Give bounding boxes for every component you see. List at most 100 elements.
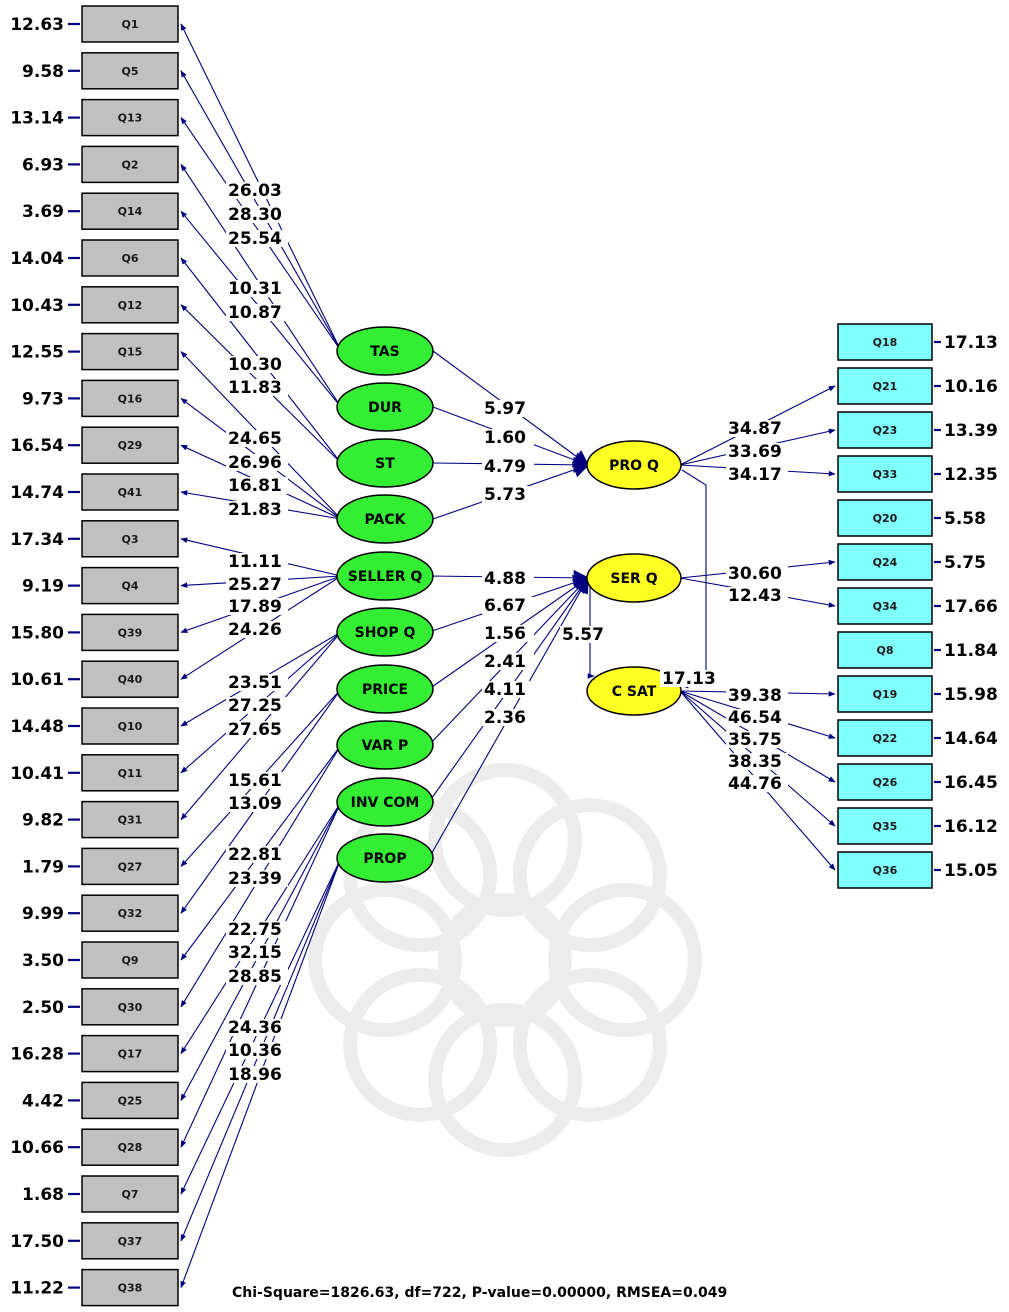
indicator-box-q28 xyxy=(81,1128,179,1166)
indicator-box-q12 xyxy=(81,286,179,324)
indicator-box-q5 xyxy=(81,52,179,90)
indicator-box-q4 xyxy=(81,566,179,605)
label-backdrop xyxy=(226,870,288,887)
label-backdrop xyxy=(226,621,288,638)
indicator-label: Q16 xyxy=(118,392,143,405)
path-coefficient-value: 4.79 xyxy=(484,457,526,477)
watermark-ring xyxy=(343,967,498,1122)
structural-arrow xyxy=(681,469,707,689)
latent-label: TAS xyxy=(370,344,399,360)
error-variance-value: 17.34 xyxy=(10,530,64,550)
label-backdrop xyxy=(726,466,788,483)
loading-value: 26.96 xyxy=(228,453,282,473)
label-backdrop xyxy=(482,458,534,475)
latent-label: SELLER Q xyxy=(348,569,423,585)
error-variance-value: 16.54 xyxy=(10,436,64,456)
indicator-box-q25 xyxy=(81,1081,179,1120)
error-variance-value: 9.19 xyxy=(22,577,64,597)
indicator-label: Q3 xyxy=(121,533,138,546)
label-backdrop xyxy=(482,625,534,642)
loading-value: 30.60 xyxy=(728,564,782,584)
path-coefficient-value: 4.88 xyxy=(484,569,526,589)
latent-label: PRICE xyxy=(362,682,408,698)
latent-pack xyxy=(336,494,434,544)
indicator-label: Q20 xyxy=(873,512,898,525)
indicator-box-q9 xyxy=(81,941,179,979)
label-backdrop xyxy=(226,477,288,494)
latent-label: SER Q xyxy=(610,571,657,587)
indicator-label: Q18 xyxy=(873,336,898,349)
loading-value: 25.27 xyxy=(228,575,282,595)
path-coefficient-value: 1.56 xyxy=(484,624,526,644)
loading-value: 11.11 xyxy=(228,552,282,572)
latent-shop-q xyxy=(336,607,434,657)
label-backdrop xyxy=(726,709,788,726)
indicator-label: Q41 xyxy=(118,486,143,499)
latent-label: C SAT xyxy=(612,684,657,700)
label-backdrop xyxy=(726,443,788,460)
error-variance-value: 15.98 xyxy=(944,685,998,705)
error-variance-value: 10.43 xyxy=(10,296,64,316)
label-backdrop xyxy=(226,1042,288,1059)
error-variance-value: 15.80 xyxy=(10,623,64,643)
error-variance-value: 4.42 xyxy=(22,1091,64,1111)
loading-value: 46.54 xyxy=(728,708,782,728)
latent-pro-q xyxy=(586,440,682,490)
error-variance-value: 10.61 xyxy=(10,670,64,690)
label-backdrop xyxy=(726,587,788,604)
loading-value: 24.65 xyxy=(228,429,282,449)
indicator-box-q20 xyxy=(837,499,933,537)
indicator-box-q23 xyxy=(837,411,933,449)
error-variance-value: 14.74 xyxy=(10,483,64,503)
label-backdrop xyxy=(226,846,288,863)
indicator-label: Q36 xyxy=(873,864,898,877)
indicator-box-q22 xyxy=(837,719,933,757)
label-backdrop xyxy=(482,681,534,698)
path-coefficient-value: 1.60 xyxy=(484,428,526,448)
loading-value: 23.51 xyxy=(228,673,282,693)
latent-c-sat xyxy=(586,666,682,716)
label-backdrop xyxy=(226,553,288,570)
error-variance-value: 17.66 xyxy=(944,597,998,617)
indicator-label: Q25 xyxy=(118,1094,143,1107)
indicator-box-q34 xyxy=(837,587,933,625)
label-backdrop xyxy=(482,597,534,614)
indicator-label: Q13 xyxy=(118,112,143,125)
indicator-label: Q32 xyxy=(118,907,143,920)
loading-value: 15.61 xyxy=(228,771,282,791)
indicator-box-q33 xyxy=(837,455,933,493)
loading-value: 27.25 xyxy=(228,696,282,716)
error-variance-value: 9.99 xyxy=(22,904,64,924)
label-backdrop xyxy=(226,182,288,199)
error-variance-value: 1.79 xyxy=(22,857,64,877)
loading-value: 32.15 xyxy=(228,943,282,963)
watermark-ring xyxy=(512,798,667,953)
indicator-box-q17 xyxy=(81,1034,179,1073)
loading-value: 35.75 xyxy=(728,730,782,750)
loading-value: 25.54 xyxy=(228,229,282,249)
indicator-box-q40 xyxy=(81,660,179,698)
error-variance-value: 14.04 xyxy=(10,249,64,269)
indicator-box-q26 xyxy=(837,763,933,801)
label-backdrop xyxy=(226,772,288,789)
indicator-box-q29 xyxy=(81,426,179,464)
label-backdrop xyxy=(482,653,534,670)
loading-value: 44.76 xyxy=(728,774,782,794)
latent-label: SHOP Q xyxy=(355,625,416,641)
latent-label: PROP xyxy=(363,851,406,867)
error-variance-value: 3.50 xyxy=(22,951,64,971)
indicator-box-q8 xyxy=(837,631,933,669)
error-variance-value: 9.73 xyxy=(22,389,64,409)
indicator-box-q10 xyxy=(81,707,179,745)
loading-value: 21.83 xyxy=(228,500,282,520)
error-variance-value: 9.58 xyxy=(22,62,64,82)
loading-value: 33.69 xyxy=(728,442,782,462)
label-backdrop xyxy=(226,430,288,447)
path-coefficient-value: 5.97 xyxy=(484,399,526,419)
error-variance-value: 14.48 xyxy=(10,717,64,737)
label-backdrop xyxy=(482,709,534,726)
path-coefficient-value: 5.57 xyxy=(562,625,604,645)
error-variance-value: 11.22 xyxy=(10,1279,64,1299)
label-backdrop xyxy=(226,379,288,396)
